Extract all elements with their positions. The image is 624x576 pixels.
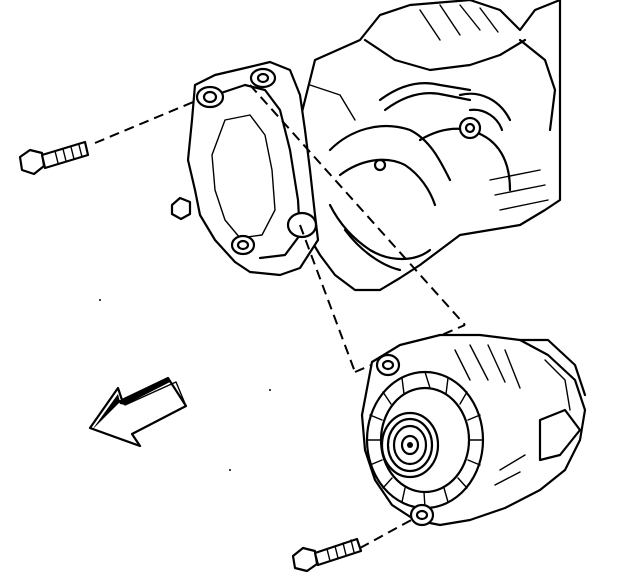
engine-block-icon	[298, 0, 562, 292]
upper-bolt-icon	[18, 140, 90, 176]
alternator-icon	[360, 333, 587, 527]
alternator-bracket-icon	[170, 60, 320, 277]
print-specks	[99, 299, 271, 471]
front-direction-arrow-icon	[88, 376, 188, 448]
lower-bolt-icon	[291, 537, 363, 573]
